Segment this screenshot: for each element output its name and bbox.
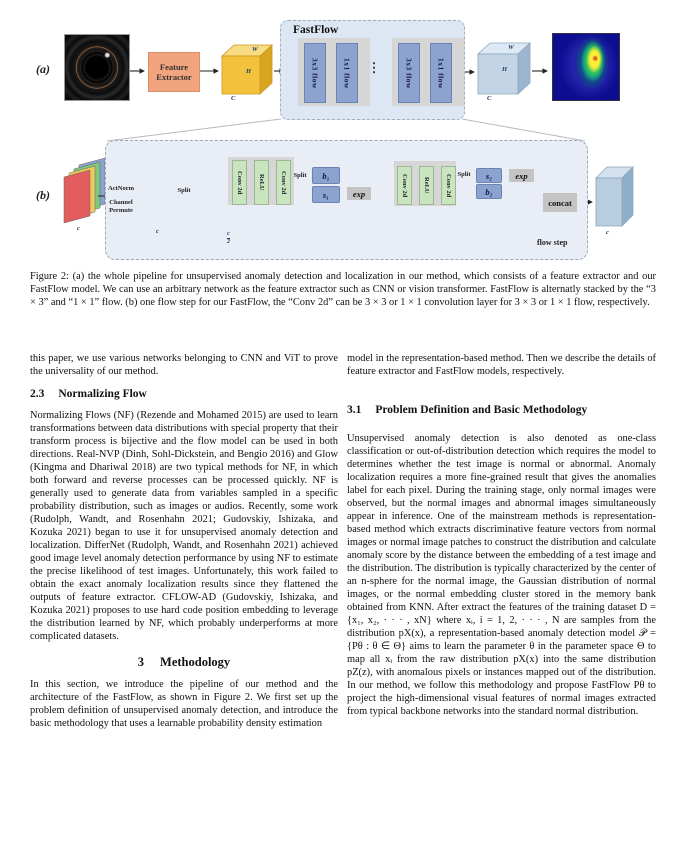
flow-step-box <box>105 140 588 260</box>
heading-3-1: 3.1 Problem Definition and Basic Methodol… <box>347 404 656 417</box>
paragraph-continuation: model in the representation-based method… <box>347 353 656 377</box>
conv2d-label: Conv 2d <box>280 170 287 195</box>
split-label-2: Split <box>293 172 307 179</box>
heading-title: Problem Definition and Basic Methodology <box>375 404 588 416</box>
s2-box: s₂ <box>476 168 502 183</box>
heading-3: 3 Methodology <box>30 656 338 669</box>
heading-number: 3.1 <box>347 404 362 416</box>
left-column: this paper, we use various networks belo… <box>30 352 338 730</box>
c-half-numerator: c <box>227 231 230 237</box>
conv2d-box-1b: Conv 2d <box>276 160 291 205</box>
flow-block-label: 3x3 flow <box>404 57 414 89</box>
cube-width-label: W <box>508 44 514 51</box>
b2-box: b₂ <box>476 184 502 199</box>
relu-label: ReLU <box>258 174 265 191</box>
anomaly-heatmap <box>552 33 620 101</box>
figure-2: (a) Feature Extractor W H C FastFlow 3x3… <box>0 0 683 268</box>
c-label-output: c <box>606 229 609 236</box>
exp-box-1: exp <box>347 187 371 200</box>
conv2d-box-1a: Conv 2d <box>232 160 247 205</box>
flow-block-1x1-2: 1x1 flow <box>430 43 452 103</box>
input-slab-stack <box>63 157 106 224</box>
paragraph-methodology-intro: In this section, we introduce the pipeli… <box>30 679 338 729</box>
flow-block-label: 1x1 flow <box>436 57 446 89</box>
zoom-connector-lines <box>106 118 586 142</box>
cube-width-label: W <box>252 46 258 53</box>
input-image <box>64 34 130 101</box>
heading-title: Normalizing Flow <box>58 388 147 400</box>
heading-2-3: 2.3 Normalizing Flow <box>30 388 338 401</box>
split-label-3: Split <box>457 171 471 178</box>
c-label-permuted: c <box>156 228 159 235</box>
conv2d-label: Conv 2d <box>445 173 452 198</box>
conv2d-label: Conv 2d <box>401 173 408 198</box>
paragraph-problem-definition: Unsupervised anomaly detection is also d… <box>347 433 656 717</box>
c-half-denominator: 2 <box>227 237 230 245</box>
fastflow-title: FastFlow <box>293 24 339 36</box>
cube-height-label: H <box>246 68 252 75</box>
cube-height-label: H <box>502 66 508 73</box>
conv2d-label: Conv 2d <box>236 170 243 195</box>
flow-step-label: flow step <box>537 238 568 247</box>
concat-box: concat <box>543 193 577 212</box>
b1-box: b₁ <box>312 167 340 184</box>
actnorm-label: ActNorm <box>108 185 134 192</box>
relu-box-1: ReLU <box>254 160 269 205</box>
heading-number: 3 <box>137 655 145 669</box>
right-column: model in the representation-based method… <box>347 352 656 718</box>
s1-box: s₁ <box>312 186 340 203</box>
exp-box-2: exp <box>509 169 534 182</box>
paragraph-intro: this paper, we use various networks belo… <box>30 353 338 377</box>
channel-permute-label: Channel Permute <box>109 199 133 214</box>
split-label-1: Split <box>177 187 191 194</box>
paragraph-normalizing-flow: Normalizing Flows (NF) (Rezende and Moha… <box>30 410 338 642</box>
flow-output-cube <box>595 166 634 227</box>
heading-title: Methodology <box>160 655 231 669</box>
cube-channel-label: C <box>231 95 236 102</box>
feature-extractor-box: Feature Extractor <box>148 52 200 92</box>
panel-b-label: (b) <box>36 188 50 202</box>
ellipsis-dots: ⋮ <box>367 60 381 75</box>
cube-channel-label: C <box>487 95 492 102</box>
flow-block-3x3-1: 3x3 flow <box>304 43 326 103</box>
panel-a-label: (a) <box>36 62 50 76</box>
conv2d-box-2a: Conv 2d <box>397 166 412 205</box>
c-label-input: c <box>77 225 80 232</box>
conv2d-box-2b: Conv 2d <box>441 166 456 205</box>
flow-block-1x1-1: 1x1 flow <box>336 43 358 103</box>
figure-caption: Figure 2: (a) the whole pipeline for uns… <box>30 271 656 309</box>
feature-extractor-label: Feature Extractor <box>156 62 192 82</box>
flow-block-3x3-2: 3x3 flow <box>398 43 420 103</box>
flow-block-label: 3x3 flow <box>310 57 320 89</box>
flow-block-label: 1x1 flow <box>342 57 352 89</box>
relu-label: ReLU <box>423 177 430 194</box>
heading-number: 2.3 <box>30 388 45 400</box>
c-half-label: c 2 <box>227 231 230 246</box>
relu-box-2: ReLU <box>419 166 434 205</box>
